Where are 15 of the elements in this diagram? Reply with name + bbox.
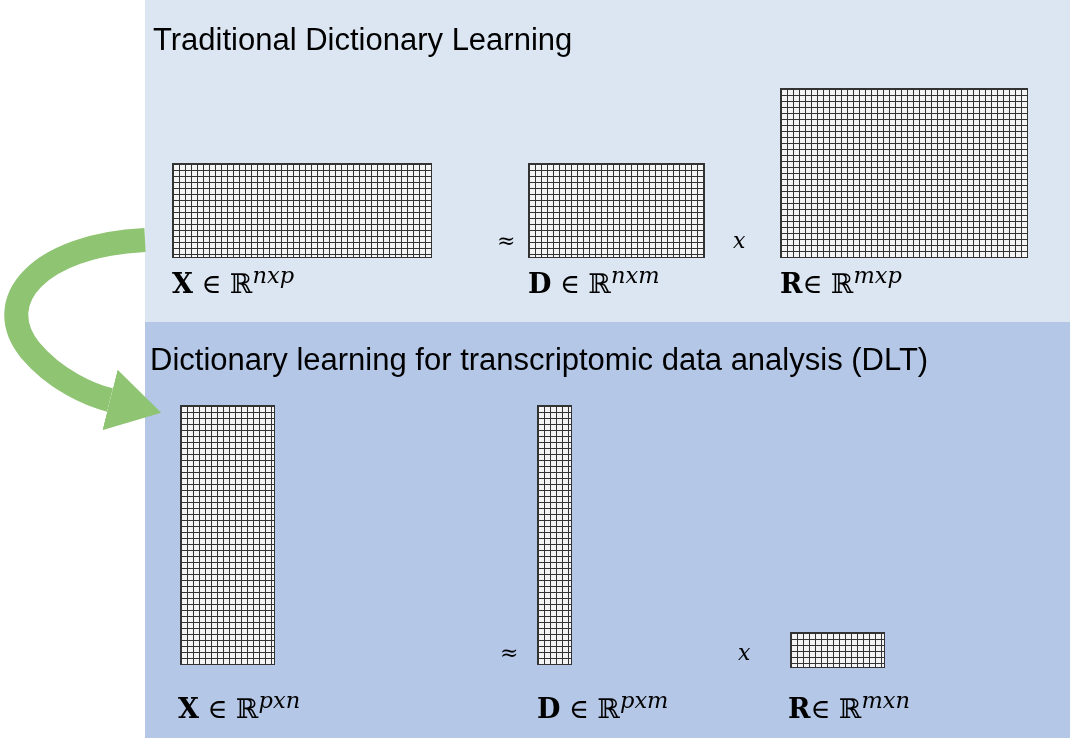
matrix-formula: D ∈ ℝ$^{nxm}$: [528, 262, 660, 299]
panel: [145, 0, 1070, 322]
matrix-formula: R∈ ℝ$^{mxn}$: [788, 687, 910, 724]
curved-arrow: [4, 228, 161, 431]
panel-title: Traditional Dictionary Learning: [153, 22, 573, 58]
approx-symbol: ≈: [500, 640, 519, 665]
matrix-formula: R∈ ℝ$^{mxp}$: [780, 262, 902, 299]
panel: [145, 322, 1070, 738]
times-symbol: x: [733, 228, 746, 253]
matrix-formula: X ∈ ℝ$^{pxn}$: [178, 687, 301, 724]
approx-symbol: ≈: [497, 228, 516, 253]
matrix-formula: X ∈ ℝ$^{nxp}$: [172, 262, 295, 299]
panel-title: Dictionary learning for transcriptomic data analysis (DLT): [150, 342, 929, 378]
times-symbol: x: [738, 640, 751, 665]
matrix-formula: D ∈ ℝ$^{pxm}$: [537, 687, 669, 724]
